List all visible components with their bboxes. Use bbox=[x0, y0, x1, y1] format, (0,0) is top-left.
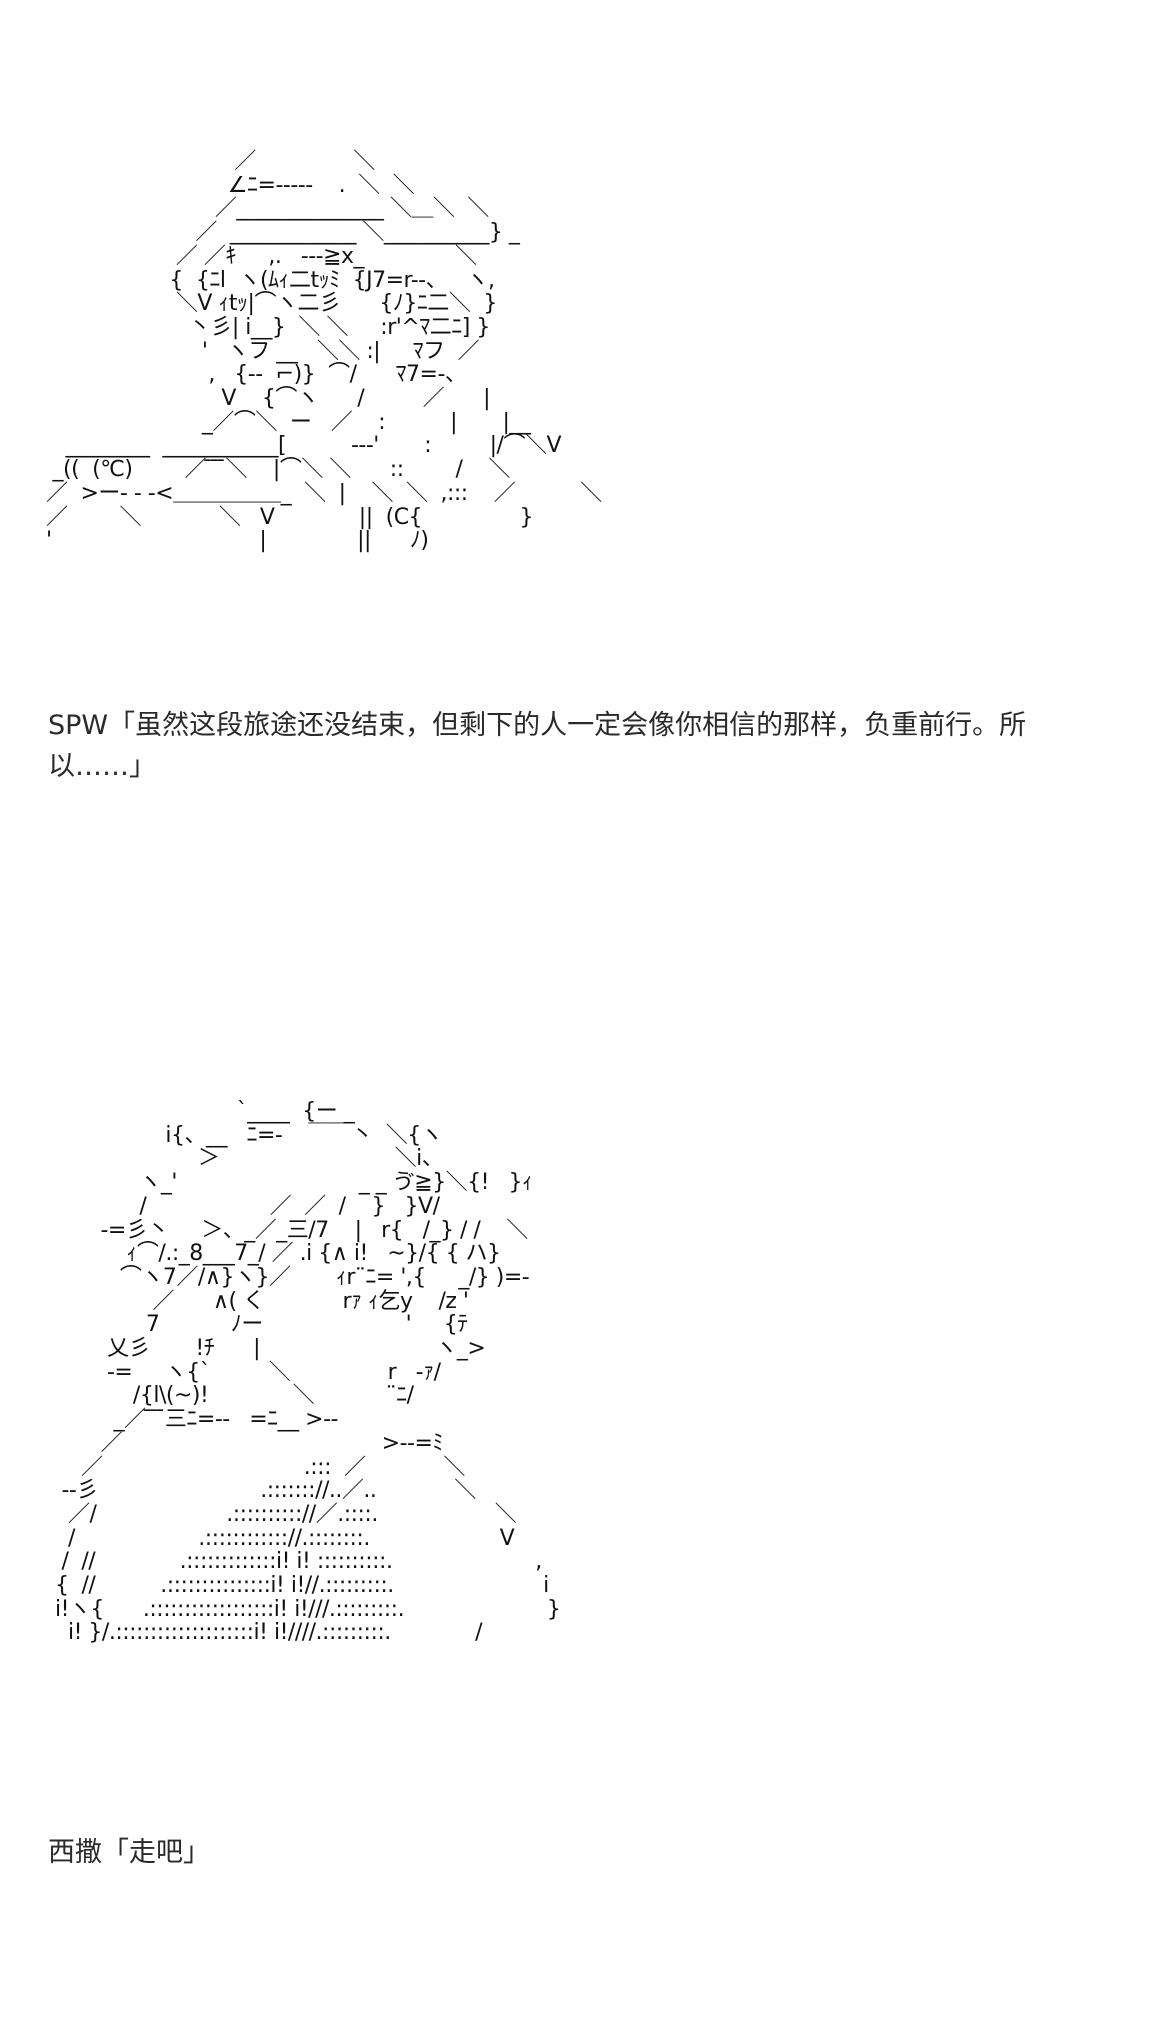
ascii-art-line: i{、__ ﾆ=- ￣￣丶 ＼{ヽ bbox=[55, 1122, 443, 1148]
ascii-art-line: 乂彡 !ﾁ | ヽ_> bbox=[55, 1336, 486, 1362]
ascii-art-line: _／ ̄ ̄ ̄三ﾆ=-- =ﾆ__ >-- bbox=[55, 1407, 338, 1433]
ascii-art-line: ／______________ ＼＿＼ ＼ bbox=[46, 196, 489, 222]
ascii-art-line: ／ >ー- - -<＿＿＿＿＿_ ＼ | ＼ ＼ ,::: ／ ＼ bbox=[46, 480, 602, 506]
ascii-art-line: -= ヽ{` ＼ r -ｧ/ bbox=[55, 1359, 441, 1385]
ascii-art-line: i!ヽ{ .::::::::::::::::::i! i!///.:::::::… bbox=[55, 1596, 561, 1622]
ascii-art-line: { // .:::::::::::::::i! i!//.:::::::::. … bbox=[55, 1573, 549, 1599]
ascii-art-line: V {⌒ヽ / ／ | bbox=[46, 386, 491, 412]
ascii-art-line: ⌒ヽ7／/∧}ヽ}／ ｨr¨ﾆ= ',{ _/} )=- bbox=[55, 1264, 530, 1290]
ascii-art-caesar: `____ {ー _ i{、__ ﾆ=- ￣￣丶 ＼{ヽ ＞ ＼i、 ヽ_' _… bbox=[55, 1099, 561, 1646]
ascii-art-line: `____ {ー _ bbox=[55, 1099, 355, 1124]
dialogue-spw: SPW「虽然这段旅途还没结束，但剩下的人一定会像你相信的那样，负重前行。所以……… bbox=[48, 710, 1027, 782]
ascii-art-line: ／ ／ｷ ,. ---≧x_ ＼ bbox=[46, 243, 477, 269]
ascii-art-line: -=彡丶 ＞、_／_三/7 | r{ /_} / / ＼ bbox=[55, 1217, 528, 1243]
ascii-art-line: ／ .::: ／ ＼ bbox=[55, 1454, 465, 1480]
ascii-art-line: / // .:::::::::::::i! i! ::::::::::. , bbox=[55, 1549, 542, 1575]
ascii-art-line: / ／ ／ / } }V/ bbox=[55, 1193, 440, 1219]
ascii-art-line: { {ﾆl ヽ(ﾑｨ二tｯﾐ {J7=r--、 ヽ, bbox=[46, 267, 495, 293]
ascii-art-line: ヽ_' _ _ ゔ≧}＼{! }ｨ bbox=[55, 1170, 533, 1196]
ascii-art-line: ／ ∧( く rｧ ｨ乞y /z ' bbox=[55, 1288, 469, 1314]
ascii-art-line: ／ ____________ ＼__________} _ bbox=[46, 220, 520, 246]
ascii-art-line: , {-- ⌐)} ⌒/ ﾏ7=-、 bbox=[46, 362, 467, 388]
ascii-art-line: / .:::::::::::://.::::::::. V bbox=[55, 1525, 515, 1551]
ascii-art-line: ／ >--=ﾐ bbox=[55, 1430, 443, 1456]
ascii-art-line: --彡 .::::::://..／.. ＼ bbox=[55, 1478, 476, 1504]
ascii-art-line: 7 ﾉー ' {ﾃ bbox=[55, 1312, 468, 1338]
ascii-art-line: i! }/.::::::::::::::::::::i! i!////.::::… bbox=[55, 1620, 483, 1646]
ascii-art-line: ∠ﾆ=----- . ＼ ＼ bbox=[46, 172, 415, 198]
ascii-art-line: ＞ ＼i、 bbox=[55, 1146, 444, 1172]
ascii-art-line: ／ ＼ ＼ V || (C{ } bbox=[46, 504, 533, 530]
ascii-art-line: ' | || ﾉ) bbox=[46, 528, 429, 554]
ascii-art-spw: ／ ＼ ∠ﾆ=----- . ＼ ＼ ／______________ ＼＿＼ ＼… bbox=[46, 150, 602, 553]
dialogue-caesar: 西撒「走吧」 bbox=[48, 1837, 210, 1868]
ascii-art-line: ________ ___________[ ---' : |/⌒＼V bbox=[46, 433, 562, 459]
ascii-art-line: _／⌒＼ ー ／ : | |__ bbox=[46, 409, 531, 435]
ascii-art-line: ｨ⌒/.:_8___7_/ ／ .i {∧ i! ~}/{ { ハ} bbox=[55, 1241, 501, 1267]
ascii-art-line: ／ ＼ bbox=[46, 149, 375, 174]
ascii-art-line: ／/ .:::::::::://／.::::. ＼ bbox=[55, 1501, 517, 1527]
ascii-art-line: /{l\(~)! ＼ ¨ﾆ/ bbox=[55, 1383, 414, 1409]
ascii-art-line: _(( (℃) ／ ̄ ̄ ̄＼ |⌒＼ ＼ :: / ＼ bbox=[46, 457, 510, 483]
ascii-art-line: ＼V ｨtｯ|⌒ヽ二彡 {ﾉ}ﾆ二＼ } bbox=[46, 291, 498, 317]
ascii-art-line: 丶彡| i__} ＼ ＼ :r'^ﾏ二ﾆ] } bbox=[46, 314, 490, 340]
ascii-art-line: ' ヽフ __ ＼＼ :| ﾏフ ／ bbox=[46, 338, 480, 364]
